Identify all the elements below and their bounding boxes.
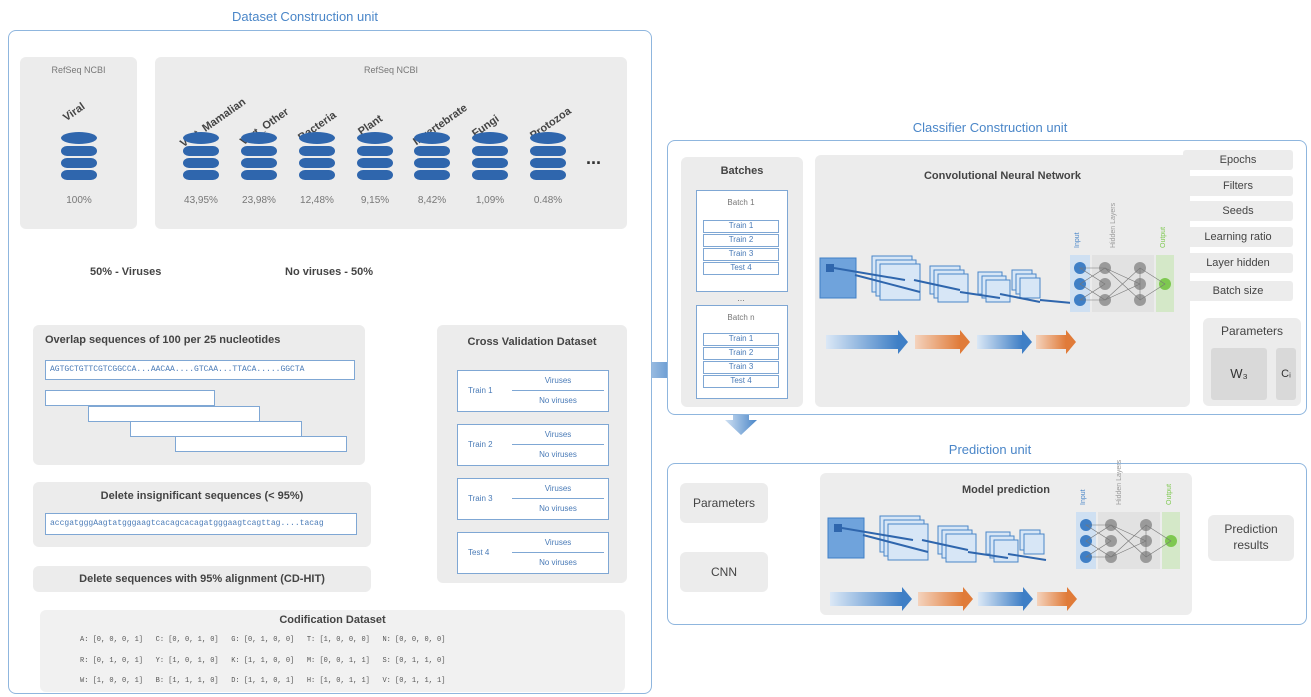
database-icon	[355, 132, 395, 187]
batch-dots: ...	[737, 293, 745, 303]
codification-line: W: [1, 0, 0, 1] B: [1, 1, 1, 0] D: [1, 1…	[80, 677, 446, 685]
cv-fold-viruses: Viruses	[544, 538, 572, 547]
codification-line: A: [0, 0, 0, 1] C: [0, 0, 1, 0] G: [0, 1…	[80, 636, 446, 644]
cv-fold-name: Train 2	[468, 440, 493, 449]
batches-title: Batches	[720, 165, 764, 177]
prediction-results-label: Prediction results	[1224, 522, 1278, 552]
database-icon	[239, 132, 279, 187]
c-cell: Cᵢ	[1276, 348, 1296, 400]
batch-title: Batch 1	[727, 198, 755, 207]
layer-label-input: Input	[1074, 232, 1081, 248]
database-icon	[297, 132, 337, 187]
cnn-title: Convolutional Neural Network	[923, 170, 1082, 182]
more-dbs: ...	[586, 148, 602, 168]
param-layer-hidden: Layer hidden	[1183, 253, 1293, 273]
fragment-box	[45, 390, 215, 406]
database-icon	[528, 132, 568, 187]
batch-row: Train 3	[703, 248, 779, 261]
param-learning-ratio: Learning ratio	[1183, 227, 1293, 247]
param-seeds: Seeds	[1183, 201, 1293, 221]
batch-title: Batch n	[727, 313, 755, 322]
layer-label-input: Input	[1080, 489, 1087, 505]
pred-parameters-box	[680, 483, 768, 523]
db-pct: 0.48%	[533, 195, 563, 206]
db-pct: 9,15%	[360, 195, 390, 206]
batch-row: Test 4	[703, 262, 779, 275]
cv-title: Cross Validation Dataset	[467, 336, 597, 348]
cv-fold-no-viruses: No viruses	[539, 558, 577, 567]
codification-panel	[40, 610, 625, 692]
viral-pct: 100%	[66, 195, 92, 206]
no-viruses-label: No viruses - 50%	[285, 266, 374, 278]
refseq-other-label: RefSeq NCBI	[363, 65, 419, 75]
parameters-box-title: Parameters	[1220, 324, 1284, 338]
param-epochs: Epochs	[1183, 150, 1293, 170]
param-filters: Filters	[1183, 176, 1293, 196]
weights-cell: W₃	[1211, 348, 1267, 400]
cdhit-panel	[33, 566, 371, 592]
batch-row: Test 4	[703, 375, 779, 388]
layer-label-output: Output	[1166, 483, 1173, 505]
batch-row: Train 2	[703, 347, 779, 360]
layer-label-hidden: Hidden Layers	[1110, 202, 1117, 248]
codification-title: Codification Dataset	[279, 614, 386, 626]
layer-label-output: Output	[1160, 226, 1167, 248]
batch-row: Train 3	[703, 361, 779, 374]
database-icon	[181, 132, 221, 187]
batch-row: Train 2	[703, 234, 779, 247]
cv-fold-viruses: Viruses	[544, 484, 572, 493]
prediction-unit-title: Prediction unit	[948, 442, 1032, 457]
cv-fold-viruses: Viruses	[544, 430, 572, 439]
param-batch-size: Batch size	[1183, 281, 1293, 301]
cv-fold-name: Train 1	[468, 386, 493, 395]
cv-fold-viruses: Viruses	[544, 376, 572, 385]
cv-fold-no-viruses: No viruses	[539, 396, 577, 405]
db-pct: 1,09%	[475, 195, 505, 206]
cv-fold-no-viruses: No viruses	[539, 450, 577, 459]
database-icon	[412, 132, 452, 187]
delete-title: Delete insignificant sequences (< 95%)	[100, 490, 304, 502]
overlap-title: Overlap sequences of 100 per 25 nucleoti…	[45, 334, 281, 346]
batch-row: Train 1	[703, 333, 779, 346]
db-pct: 23,98%	[242, 195, 276, 206]
batch-row: Train 1	[703, 220, 779, 233]
layer-label-hidden: Hidden Layers	[1116, 459, 1123, 505]
cv-fold-no-viruses: No viruses	[539, 504, 577, 513]
pred-parameters-label: Parameters	[692, 496, 756, 510]
overlap-sequence: AGTGCTGTTCGTCGGCCA...AACAA....GTCAA...TT…	[45, 360, 355, 380]
model-prediction-title: Model prediction	[962, 484, 1050, 496]
classifier-unit-title: Classifier Construction unit	[912, 120, 1068, 135]
delete-sequence: accgatgggAagtatgggaagtcacagcacagatgggaag…	[45, 513, 357, 535]
database-icon	[470, 132, 510, 187]
prediction-results-box	[1208, 515, 1294, 561]
pred-cnn-box	[680, 552, 768, 592]
fragment-box	[175, 436, 347, 452]
cv-fold-name: Train 3	[468, 494, 493, 503]
cv-fold-name: Test 4	[468, 548, 490, 557]
db-pct: 8,42%	[417, 195, 447, 206]
codification-line: R: [0, 1, 0, 1] Y: [1, 0, 1, 0] K: [1, 1…	[80, 657, 446, 665]
cdhit-title: Delete sequences with 95% alignment (CD-…	[79, 573, 325, 585]
refseq-viral-label: RefSeq NCBI	[51, 65, 106, 75]
viral-db-icon	[59, 132, 99, 187]
db-pct: 12,48%	[300, 195, 334, 206]
dataset-unit-title: Dataset Construction unit	[232, 9, 378, 24]
db-pct: 43,95%	[184, 195, 218, 206]
pred-cnn-label: CNN	[711, 565, 737, 579]
viruses-label: 50% - Viruses	[90, 266, 162, 278]
